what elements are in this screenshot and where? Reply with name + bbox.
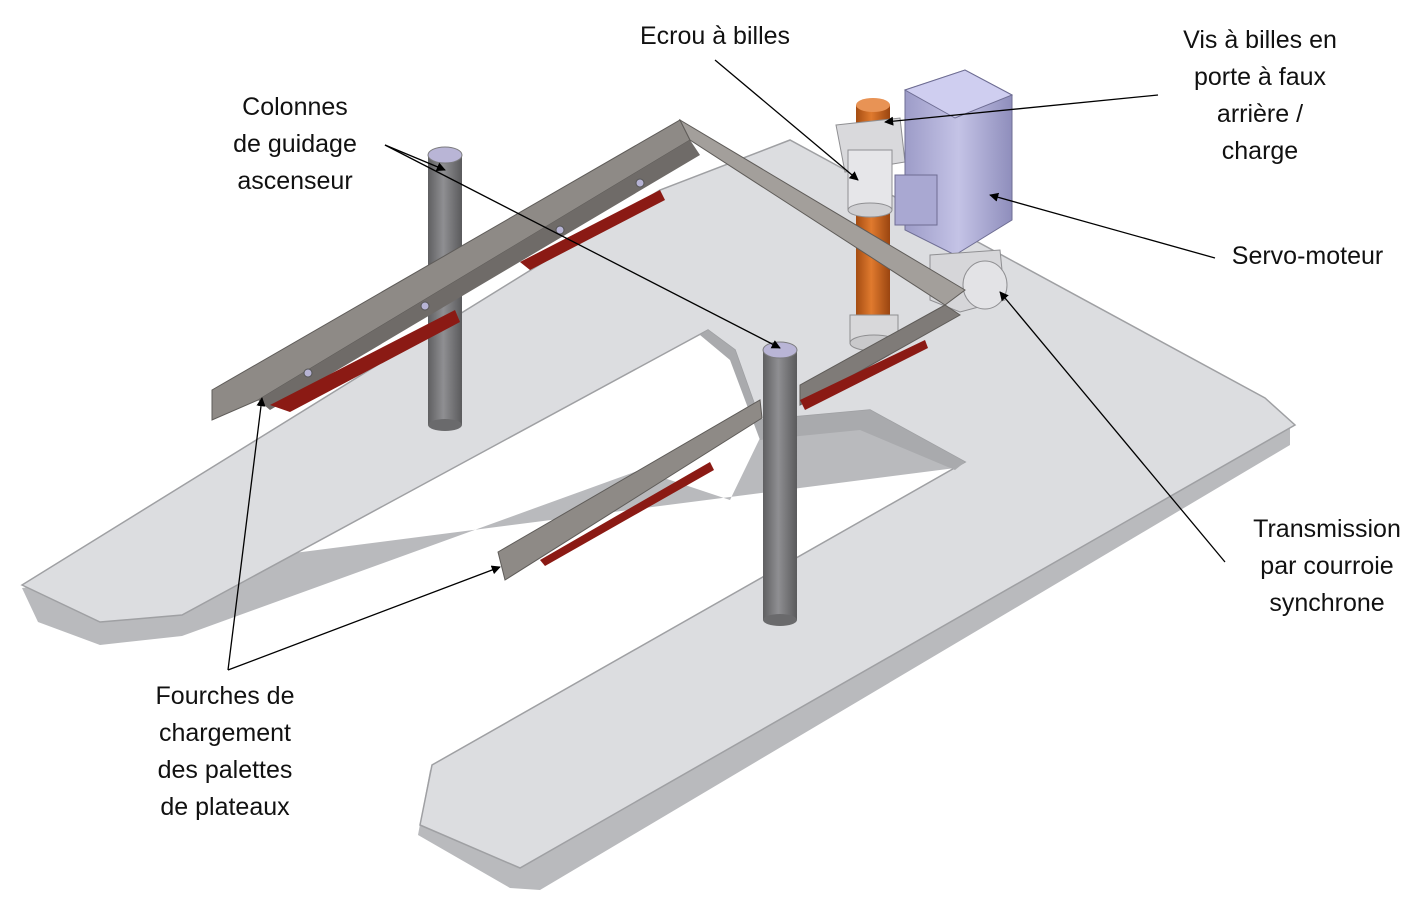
guide-column-right xyxy=(762,341,798,626)
leader-lines xyxy=(227,59,1226,671)
leader-vis xyxy=(884,94,1159,126)
leader-colonnes-1 xyxy=(384,144,446,172)
label-guide-columns: Colonnes de guidage ascenseur xyxy=(233,93,357,195)
leader-servo xyxy=(989,192,1216,259)
leader-fourches-1 xyxy=(227,397,266,671)
leader-ecrou xyxy=(714,59,859,181)
leader-transmission xyxy=(999,291,1226,563)
label-servo-motor: Servo-moteur xyxy=(1231,242,1384,270)
fork-arm-front xyxy=(497,399,763,581)
carriage-frame xyxy=(211,118,966,421)
leader-colonnes-2 xyxy=(384,144,781,349)
leader-fourches-2 xyxy=(227,565,501,671)
servo-motor xyxy=(894,69,1014,313)
label-ball-nut: Ecrou à billes xyxy=(639,22,791,50)
label-loading-forks: Fourches de chargement des palettes de p… xyxy=(155,682,295,821)
label-ball-screw: Vis à billes en porte à faux arrière / c… xyxy=(1183,26,1337,165)
label-belt-transmission: Transmission par courroie synchrone xyxy=(1253,515,1401,617)
